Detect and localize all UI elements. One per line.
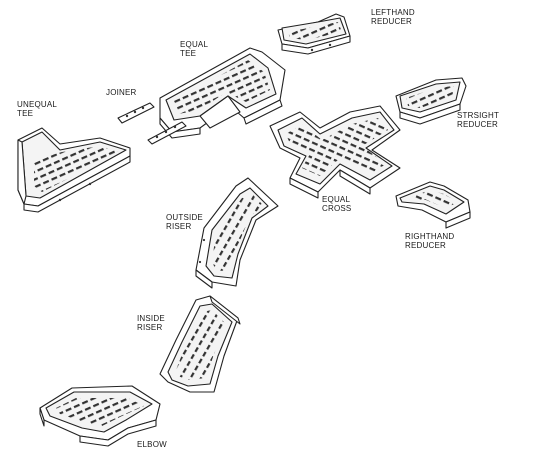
label-inside-riser-line1: INSIDE — [137, 314, 165, 323]
label-equal-tee-line1: EQUAL — [180, 40, 209, 49]
label-lefthand-reducer-line2: REDUCER — [371, 17, 412, 26]
label-equal-cross-line2: CROSS — [322, 204, 352, 213]
unequal-tee-part — [17, 127, 131, 213]
label-straight-reducer: STRSIGHT REDUCER — [457, 111, 499, 129]
label-righthand-reducer: RIGHTHAND REDUCER — [405, 232, 454, 250]
label-inside-riser: INSIDE RISER — [137, 314, 165, 332]
label-unequal-tee: UNEQUAL TEE — [17, 100, 57, 118]
label-joiner: JOINER — [106, 88, 137, 97]
lefthand-reducer-part — [277, 13, 351, 55]
label-straight-reducer-line1: STRSIGHT — [457, 111, 500, 120]
label-unequal-tee-line1: UNEQUAL — [17, 100, 58, 109]
label-righthand-reducer-line1: RIGHTHAND — [405, 232, 455, 241]
label-lefthand-reducer-line1: LEFTHAND — [371, 8, 415, 17]
label-straight-reducer-line2: REDUCER — [457, 120, 498, 129]
label-inside-riser-line2: RISER — [137, 323, 163, 332]
righthand-reducer-part — [395, 181, 471, 229]
joiner-part — [117, 102, 187, 145]
label-lefthand-reducer: LEFTHAND REDUCER — [371, 8, 415, 26]
label-outside-riser: OUTSIDE RISER — [166, 213, 203, 231]
equal-cross-part — [269, 105, 401, 199]
label-righthand-reducer-line2: REDUCER — [405, 241, 446, 250]
label-unequal-tee-line2: TEE — [17, 109, 34, 118]
label-elbow-line1: ELBOW — [137, 440, 167, 449]
label-joiner-line1: JOINER — [106, 88, 137, 97]
label-equal-tee: EQUAL TEE — [180, 40, 208, 58]
label-elbow: ELBOW — [137, 440, 167, 449]
label-equal-cross: EQUAL CROSS — [322, 195, 351, 213]
label-outside-riser-line2: RISER — [166, 222, 192, 231]
outside-riser-part — [195, 177, 279, 289]
elbow-part — [39, 385, 161, 447]
label-equal-tee-line2: TEE — [180, 49, 197, 58]
inside-riser-part — [159, 295, 241, 393]
label-equal-cross-line1: EQUAL — [322, 195, 351, 204]
label-outside-riser-line1: OUTSIDE — [166, 213, 203, 222]
equal-tee-part — [159, 47, 286, 139]
straight-reducer-part — [395, 77, 467, 125]
